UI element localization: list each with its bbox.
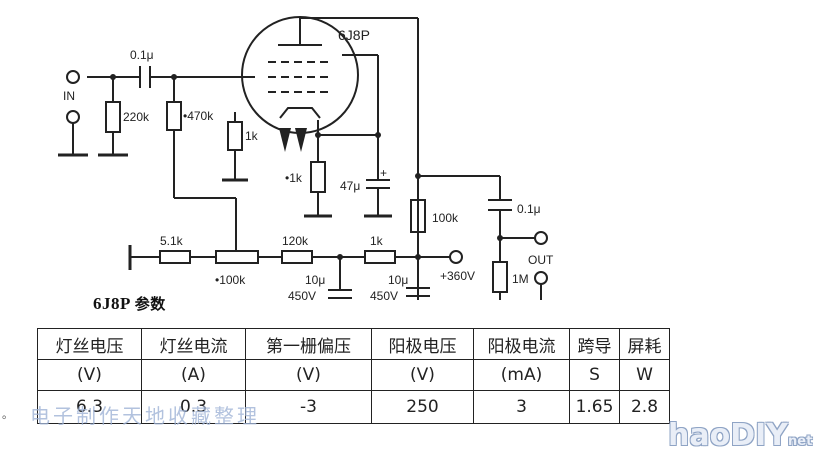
label-c1-value: 10μ [305, 273, 325, 287]
value-cell: 6.3 [37, 390, 142, 424]
label-pot-100k: •100k [215, 273, 246, 287]
logo-suffix: net [788, 434, 813, 449]
label-r-470k: •470k [183, 109, 214, 123]
unit-cell: S [569, 359, 620, 391]
header-cell: 屏耗 [619, 328, 670, 360]
value-cell: 1.65 [569, 390, 620, 424]
header-cell: 阳极电流 [473, 328, 570, 360]
label-r-1k-left: 1k [245, 129, 259, 143]
params-title: 6J8P 参数 [93, 293, 166, 314]
label-plus: + [380, 166, 387, 180]
label-c-out: 0.1μ [517, 202, 541, 216]
unit-cell: (A) [141, 359, 246, 391]
site-logo: haoDIYnet [668, 418, 812, 453]
label-c-47u: 47μ [340, 179, 360, 193]
value-cell: 3 [473, 390, 570, 424]
unit-cell: (mA) [473, 359, 570, 391]
amplifier-schematic: 6J8P 0.1μ IN 220k •470k 1k •1k 47μ + 100… [58, 16, 554, 300]
label-c1-voltage: 450V [288, 289, 316, 300]
unit-cell: (V) [245, 359, 372, 391]
label-out: OUT [528, 253, 554, 267]
label-c2-voltage: 450V [370, 289, 398, 300]
label-r-1k-cathode: •1k [285, 171, 303, 185]
tube-label: 6J8P [338, 27, 370, 43]
label-b-plus: +360V [440, 269, 475, 283]
params-title-suffix: 参数 [134, 295, 166, 313]
logo-text: haoDIY [668, 418, 788, 453]
header-cell: 第一栅偏压 [245, 328, 372, 360]
label-r-1k-mid: 1k [370, 234, 384, 248]
label-in: IN [63, 89, 75, 103]
label-r-5k1: 5.1k [160, 234, 184, 248]
header-cell: 灯丝电压 [37, 328, 142, 360]
params-value-row: 6.3 0.3 -3 250 3 1.65 2.8 [37, 390, 670, 424]
unit-cell: (V) [371, 359, 474, 391]
params-title-tube: 6J8P [93, 294, 130, 313]
label-r-1m: 1M [512, 272, 529, 286]
params-header-row: 灯丝电压 灯丝电流 第一栅偏压 阳极电压 阳极电流 跨导 屏耗 [37, 328, 670, 360]
label-c2-value: 10μ [388, 273, 408, 287]
header-cell: 跨导 [569, 328, 620, 360]
label-r-120k: 120k [282, 234, 309, 248]
unit-cell: W [619, 359, 670, 391]
params-table: 灯丝电压 灯丝电流 第一栅偏压 阳极电压 阳极电流 跨导 屏耗 (V) (A) … [37, 328, 670, 424]
header-cell: 阳极电压 [371, 328, 474, 360]
value-cell: 2.8 [619, 390, 670, 424]
label-c-in: 0.1μ [130, 48, 154, 62]
watermark-text: 电子制作天地收藏整理 [30, 404, 260, 428]
label-r-100k-plate: 100k [432, 211, 459, 225]
params-unit-row: (V) (A) (V) (V) (mA) S W [37, 359, 670, 391]
value-cell: 250 [371, 390, 474, 424]
label-r-grid: 220k [123, 110, 150, 124]
header-cell: 灯丝电流 [141, 328, 246, 360]
unit-cell: (V) [37, 359, 142, 391]
value-cell: -3 [245, 390, 372, 424]
corner-mark: 。 [2, 408, 13, 421]
